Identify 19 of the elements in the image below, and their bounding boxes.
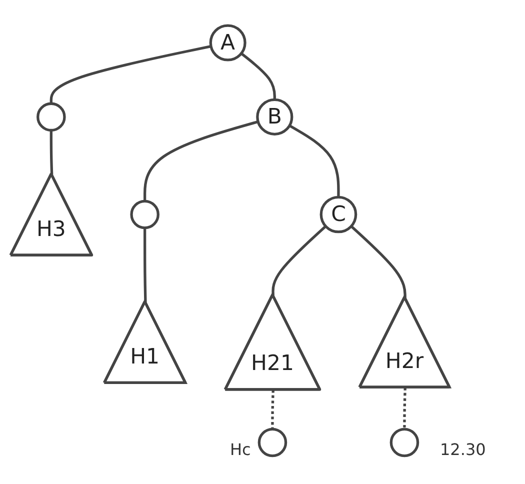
connector [144, 120, 258, 202]
node-circle [130, 200, 160, 230]
connector [50, 130, 54, 175]
note-text: 12.30 [440, 440, 486, 459]
note-text: Hc [230, 440, 251, 459]
connector [50, 45, 212, 104]
node-circle [36, 102, 66, 132]
node-circle: B [256, 98, 294, 136]
connector [271, 390, 274, 430]
node-circle [390, 428, 420, 458]
node-circle [258, 428, 288, 458]
connector [240, 52, 276, 100]
connector [288, 124, 340, 198]
connector [403, 388, 406, 430]
connector [350, 225, 406, 298]
node-circle: C [320, 196, 358, 234]
connector [144, 228, 147, 302]
node-circle: A [209, 24, 246, 62]
connector [272, 225, 327, 296]
